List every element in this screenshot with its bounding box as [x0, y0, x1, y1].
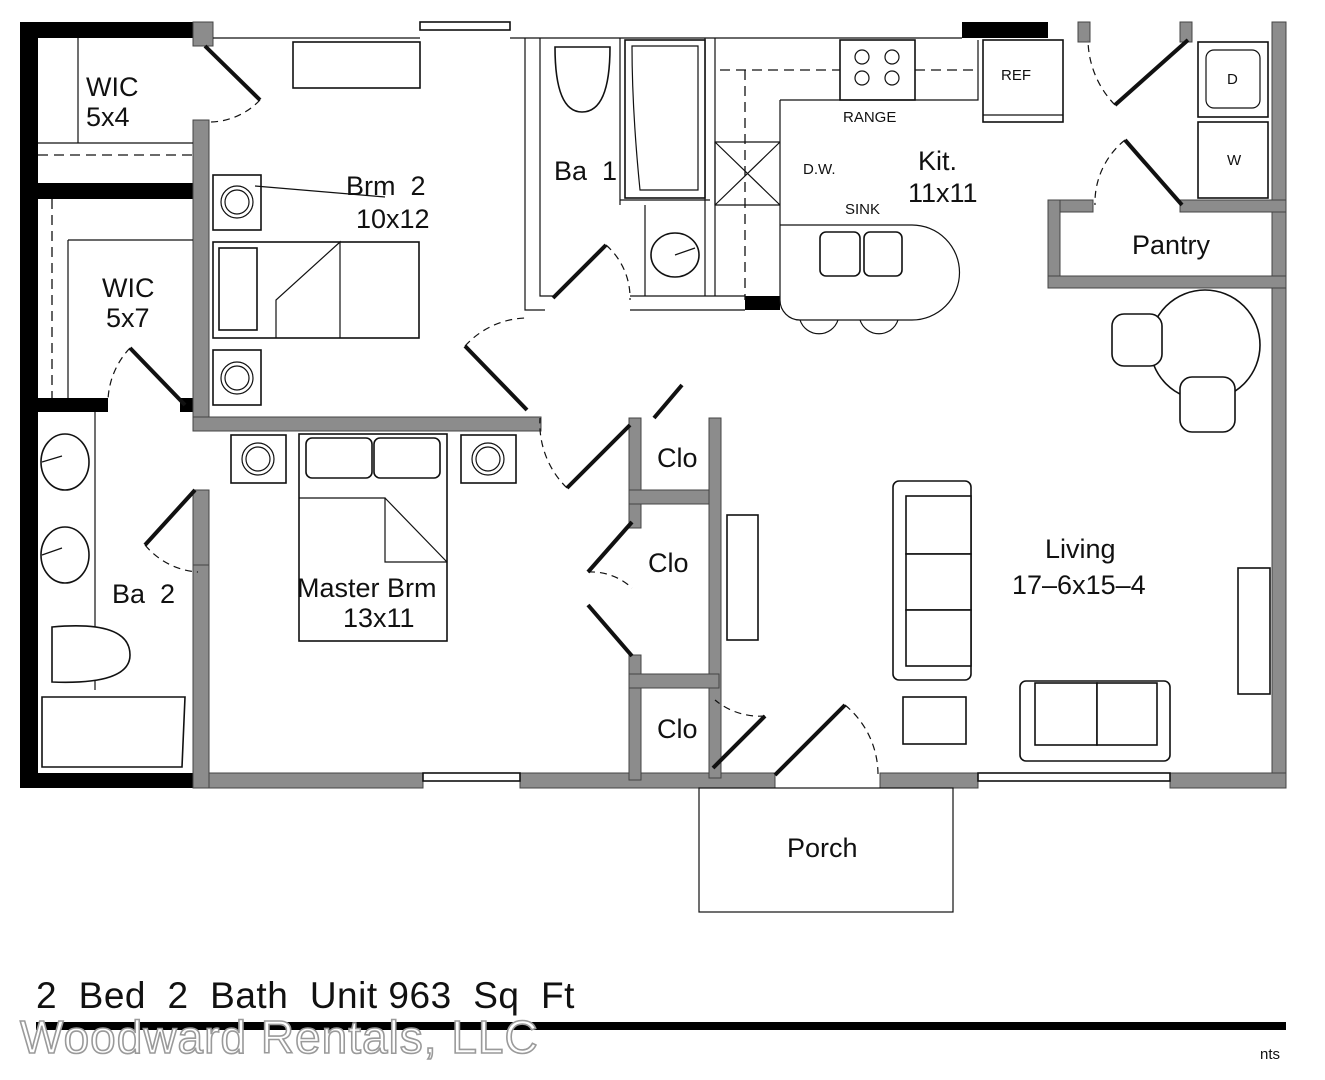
partitions — [38, 37, 962, 690]
bedroom2-furniture — [212, 41, 421, 406]
unit-caption: 2 Bed 2 Bath Unit 963 Sq Ft — [36, 975, 575, 1016]
interior-walls — [192, 21, 1287, 789]
windows — [419, 21, 1171, 782]
wic1-size: 5x4 — [86, 102, 130, 132]
dishwasher-label: D.W. — [803, 161, 836, 178]
living-size: 17–6x15–4 — [1012, 570, 1146, 600]
kitchen-size: 11x11 — [908, 178, 978, 208]
living-name: Living — [1045, 534, 1116, 564]
master-size: 13x11 — [343, 603, 415, 633]
master-name: Master Brm — [297, 573, 437, 603]
ba2-label: Ba 2 — [112, 579, 175, 609]
ref-label: REF — [1001, 67, 1031, 84]
sink-label: SINK — [845, 201, 880, 218]
pantry-label: Pantry — [1132, 230, 1211, 260]
wic1-name: WIC — [86, 72, 138, 102]
laundry-fixtures — [1197, 41, 1269, 199]
living-furniture — [726, 289, 1271, 762]
range-label: RANGE — [843, 109, 896, 126]
closet-top-label: Clo — [657, 443, 698, 473]
bath2-fixtures — [40, 433, 186, 768]
master-furniture — [230, 433, 517, 642]
room-labels: WIC 5x4 WIC 5x7 Brm 2 10x12 Ba 1 Ba 2 Ki… — [86, 72, 1211, 863]
closet-bot-label: Clo — [657, 714, 698, 744]
kitchen-name: Kit. — [918, 146, 957, 176]
doors — [107, 38, 1190, 777]
wic2-size: 5x7 — [106, 303, 150, 333]
wic2-name: WIC — [102, 273, 154, 303]
closet-mid-label: Clo — [648, 548, 689, 578]
ba1-label: Ba 1 — [554, 156, 617, 186]
fixture-labels: RANGE REF D.W. SINK D W — [803, 67, 1242, 218]
washer-label: W — [1227, 152, 1242, 169]
watermark: Woodward Rentals, LLC — [19, 1010, 539, 1064]
bath1-fixtures — [554, 39, 706, 278]
kitchen-fixtures — [714, 39, 1064, 335]
brm2-name: Brm 2 — [346, 171, 426, 201]
brm2-size: 10x12 — [356, 204, 430, 234]
dryer-label: D — [1227, 71, 1238, 88]
scale-note: nts — [1260, 1046, 1281, 1063]
porch-label: Porch — [787, 833, 858, 863]
caption-rule — [36, 1022, 1286, 1030]
porch-outline — [698, 787, 954, 913]
